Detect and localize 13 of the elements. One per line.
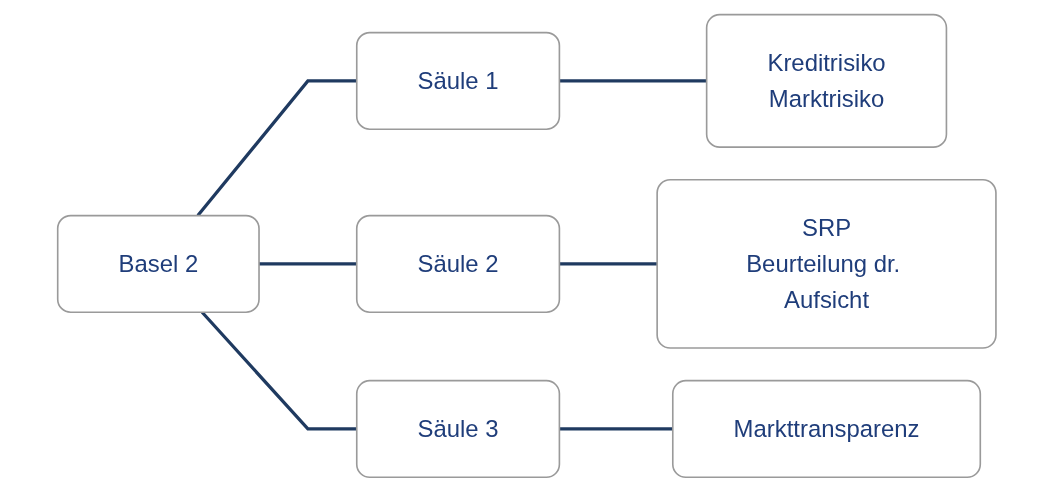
node-box: Säule 2 <box>356 214 561 314</box>
node-box: Kreditrisiko Marktrisiko <box>706 13 948 148</box>
node-box: Markttransparenz <box>672 379 982 479</box>
connector <box>559 262 658 266</box>
node-box: Säule 1 <box>356 31 561 131</box>
connector <box>196 79 357 217</box>
connector <box>559 79 707 83</box>
connector <box>201 311 357 431</box>
connector <box>559 427 673 431</box>
node-box: Basel 2 <box>57 214 260 314</box>
connector <box>259 262 357 266</box>
node-box: Säule 3 <box>356 379 561 479</box>
node-box: SRP Beurteilung dr. Aufsicht <box>656 178 997 349</box>
